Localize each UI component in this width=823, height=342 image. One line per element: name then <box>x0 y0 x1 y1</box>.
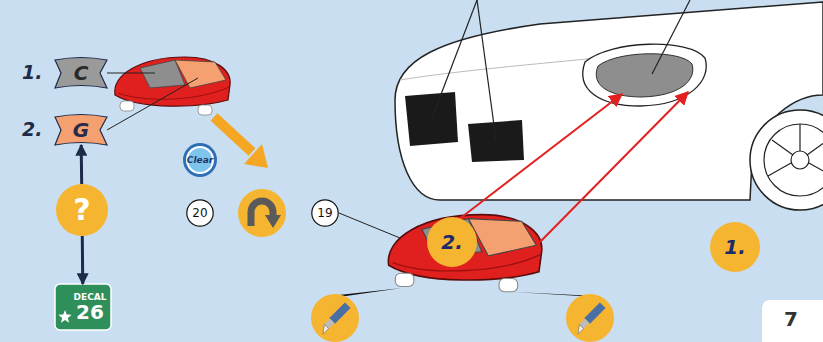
page-number: 7 <box>784 309 798 329</box>
node-text: 20 <box>192 207 207 219</box>
hobby-knife <box>318 302 351 335</box>
leader-line <box>339 213 400 238</box>
placement-arrow <box>540 92 688 242</box>
flag-node: G <box>55 115 107 145</box>
node-text: 26 <box>62 302 104 322</box>
rotate-arrow-head <box>265 215 281 228</box>
hobby-knife <box>573 302 606 335</box>
orange-arrow-head <box>244 144 268 168</box>
vent <box>468 120 524 162</box>
part-large <box>388 215 541 292</box>
part-small <box>115 57 230 115</box>
circle-node: 2. <box>427 217 477 267</box>
light-housing <box>583 44 706 106</box>
leader-line <box>432 0 477 118</box>
circle-node: 1. <box>710 222 760 272</box>
badge-ring <box>183 143 217 177</box>
node-text: C <box>74 63 89 83</box>
cutter-icon <box>566 294 614 342</box>
node-text: G <box>73 120 89 140</box>
rotate-icon <box>238 189 286 237</box>
node-text: DECAL <box>60 293 107 302</box>
circle-shape <box>56 184 108 236</box>
node-text: 2. <box>441 232 463 252</box>
orange-arrow <box>214 117 252 152</box>
leader-line <box>652 0 690 74</box>
node-text: 1. <box>724 237 746 257</box>
star-symbol <box>58 310 71 323</box>
flag-node: C <box>55 58 107 88</box>
node-text: Clear <box>187 156 213 165</box>
connector-arrow <box>80 145 83 184</box>
badge-ring <box>186 146 214 174</box>
light-opening <box>596 54 693 97</box>
node-text: 19 <box>317 207 332 219</box>
page-plate <box>762 300 823 342</box>
circle-shape <box>427 217 477 267</box>
leader-line <box>477 0 496 140</box>
connector-arrow <box>81 236 84 284</box>
vent <box>405 92 458 146</box>
wheel-hub <box>791 151 809 169</box>
circle-shape <box>312 200 338 226</box>
ring-node: 20 <box>186 199 214 227</box>
circle-shape <box>710 222 760 272</box>
leader-line <box>107 73 155 74</box>
leader-line <box>107 78 198 130</box>
wheel <box>750 110 823 210</box>
wheel-spokes <box>768 124 823 176</box>
flag-shape <box>55 115 107 146</box>
badge-node: DECAL26 <box>55 284 111 330</box>
decal-badge <box>55 284 111 330</box>
ring-node: 19 <box>311 199 339 227</box>
step-number: 1. <box>22 63 42 82</box>
cutter-icon <box>311 294 359 342</box>
circle-shape <box>187 200 213 226</box>
flag-shape <box>55 58 107 89</box>
clear-node: Clear <box>183 143 217 177</box>
circle-node: ? <box>56 184 108 236</box>
wheel-rim <box>764 124 823 196</box>
node-text: ? <box>73 195 90 225</box>
step-number: 2. <box>22 120 42 139</box>
placement-arrow <box>445 94 622 230</box>
